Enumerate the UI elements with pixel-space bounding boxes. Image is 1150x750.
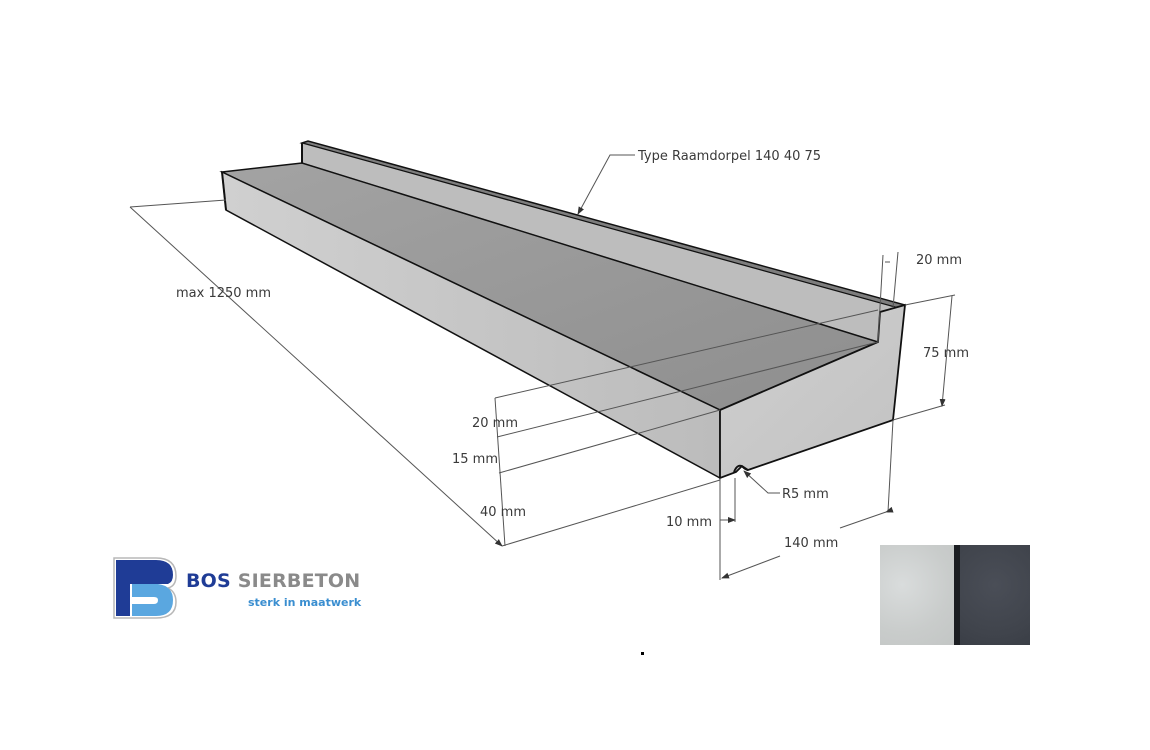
dim-upstand-height: 20 mm [472,416,518,431]
drip-groove [733,464,749,473]
color-swatches [880,545,1030,645]
dim-drip-offset: 10 mm [666,515,712,530]
dim-front-height: 40 mm [480,505,526,520]
logo-mark-icon [113,557,177,619]
dim-upstand-width: 20 mm [916,253,962,268]
brand-name: BOS SIERBETON [186,570,360,592]
sill-body [219,140,908,480]
stray-dot [641,652,644,655]
dim-slope-height: 15 mm [452,452,498,467]
brand-name-part1: BOS [186,570,231,592]
brand-name-part2: SIERBETON [237,570,361,592]
swatch-anthracite [960,545,1030,645]
dim-length: max 1250 mm [176,286,271,301]
type-callout: Type Raamdorpel 140 40 75 [637,149,821,164]
dim-total-height: 75 mm [923,346,969,361]
swatch-light-grey [880,545,954,645]
swatch-divider [954,545,960,645]
dim-drip-radius: R5 mm [782,487,829,502]
dim-depth: 140 mm [784,536,838,551]
left-end-edge [221,171,227,211]
bos-sierbeton-logo: BOS SIERBETON sterk in maatwerk [112,556,362,620]
dimension-lines [129,154,956,580]
brand-tagline: sterk in maatwerk [248,596,362,609]
